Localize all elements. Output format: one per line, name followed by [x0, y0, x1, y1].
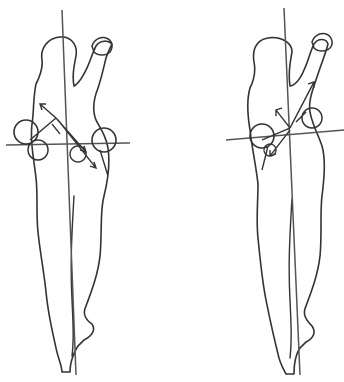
right-figure — [226, 8, 344, 375]
left-body-outline — [31, 37, 112, 372]
right-vertical-axis — [284, 8, 300, 375]
left-figure — [6, 10, 130, 375]
left-joint-circle-2 — [28, 140, 48, 160]
left-joint-circle-3 — [92, 128, 116, 152]
right-horizontal-axis — [226, 130, 344, 140]
right-inner-leg-line — [289, 198, 292, 358]
